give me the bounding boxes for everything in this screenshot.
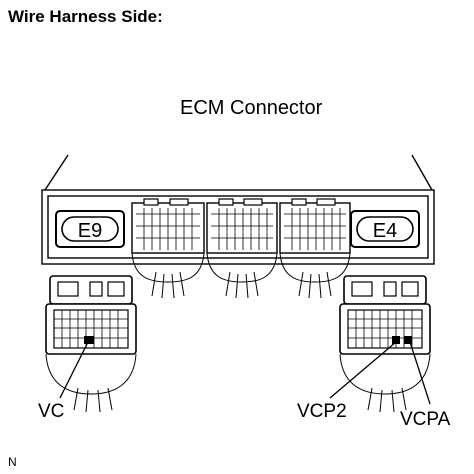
- left-connector-code: E9: [78, 220, 102, 242]
- pin-label-vcp2: VCP2: [297, 401, 347, 422]
- e4-badge: [350, 210, 420, 248]
- ecm-pin-block-3: [279, 198, 351, 254]
- ecm-connector-label: ECM Connector: [180, 97, 323, 119]
- diagram-title: Wire Harness Side:: [8, 7, 163, 26]
- ecm-wire-bundle-3: [279, 252, 351, 299]
- pin-label-vcpa: VCPA: [400, 409, 451, 430]
- left-wire-bundle: [45, 353, 137, 413]
- right-wire-bundle: [339, 353, 431, 413]
- pin-label-vc: VC: [38, 401, 65, 422]
- footnote-marker: N: [8, 455, 17, 469]
- ecm-pin-block-2: [206, 198, 278, 254]
- vc-leader-line: [59, 341, 89, 399]
- e9-badge: [55, 210, 125, 248]
- ecm-wire-bundle-1: [131, 252, 205, 299]
- right-connector-code: E4: [373, 220, 397, 242]
- vcp2-leader-line: [329, 341, 397, 399]
- ecm-wire-bundle-2: [206, 252, 278, 299]
- left-harness-connector: [45, 275, 137, 355]
- ecm-pin-block-1: [131, 198, 205, 254]
- right-harness-connector: [339, 275, 431, 355]
- vcpa-leader-line: [409, 341, 431, 405]
